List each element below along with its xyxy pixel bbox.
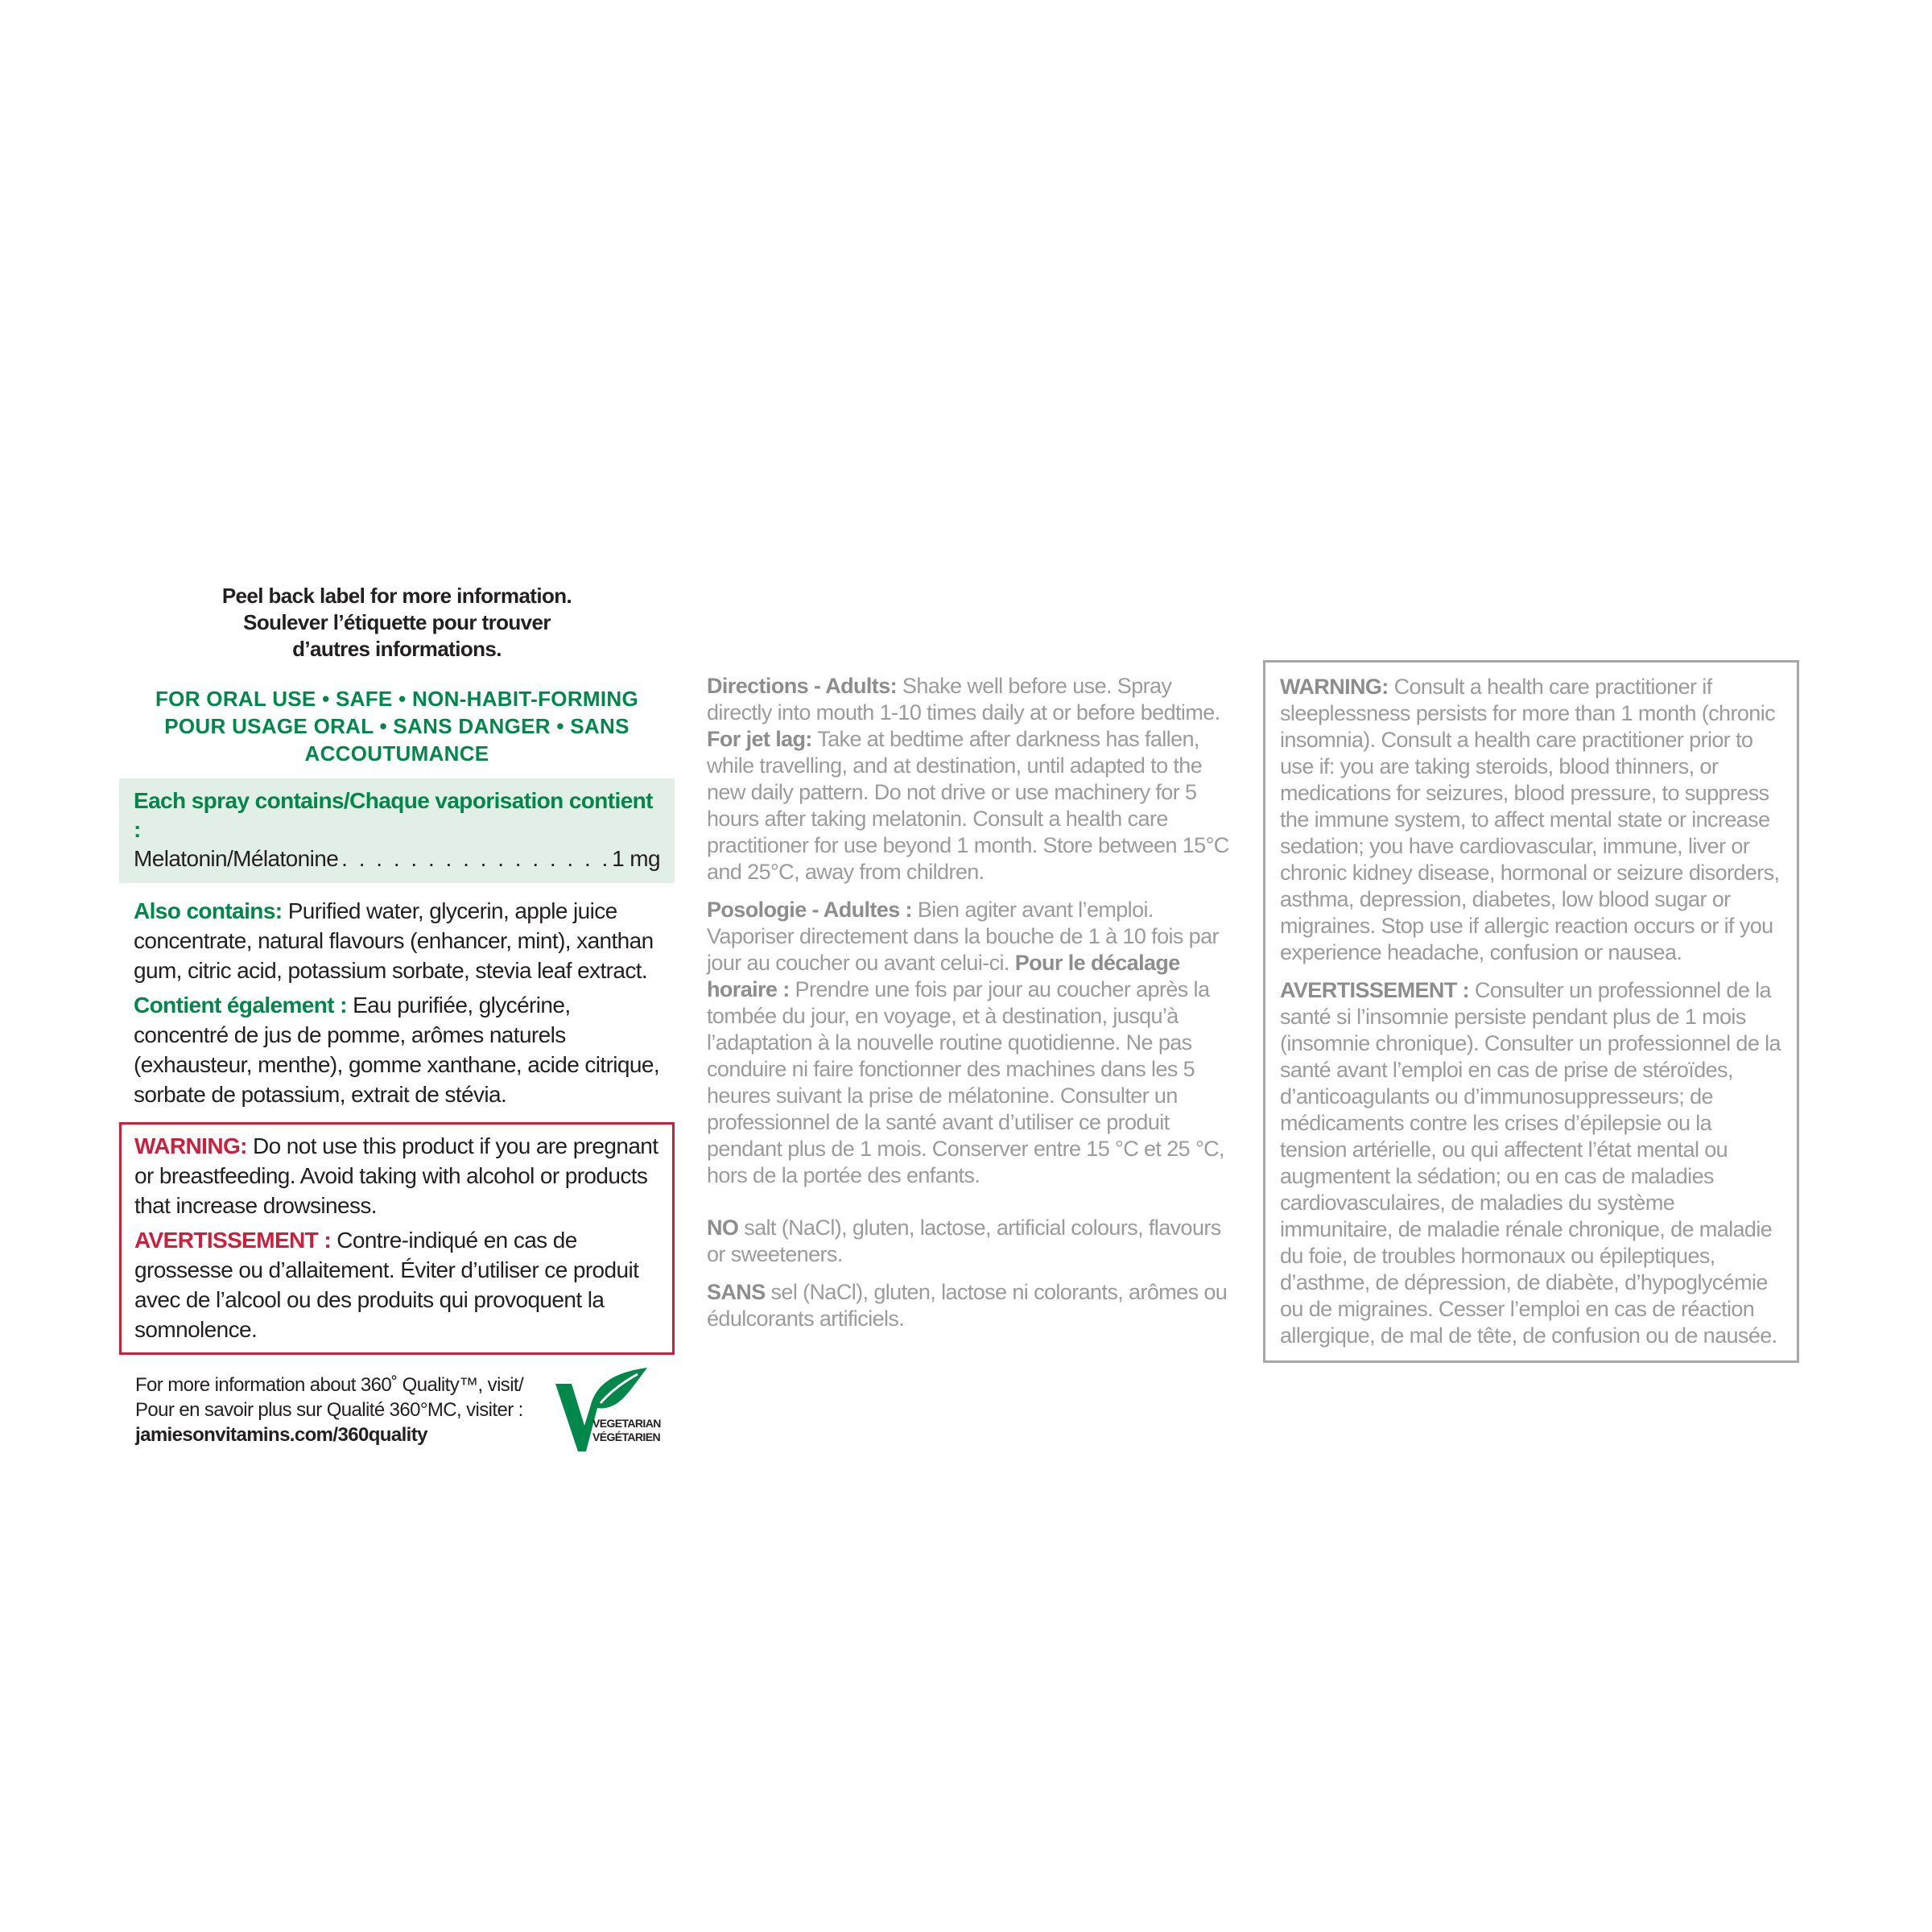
claims-french: POUR USAGE ORAL • SANS DANGER • SANS ACC… [164,714,630,766]
jetlag-label-en: For jet lag: [707,727,812,751]
contient-text: Eau purifiée, glycérine, concentré de ju… [134,993,660,1107]
health-warning-text-en: Consult a health care practitioner if sl… [1280,675,1780,964]
left-column: Peel back label for more information. So… [119,583,675,1461]
contient-label: Contient également : [134,993,348,1018]
peel-back-notice: Peel back label for more information. So… [119,583,675,663]
quality-info: For more information about 360˚ Quality™… [119,1373,675,1447]
health-warning-fr: AVERTISSEMENT : Consulter un professionn… [1280,977,1782,1349]
warning-text-fr: Contre-indiqué en cas de grossesse ou d’… [134,1228,639,1342]
also-contains-label: Also contains: [134,898,283,923]
also-contains-fr: Contient également : Eau purifiée, glycé… [119,990,675,1109]
spray-contents-title: Each spray contains/Chaque vaporisation … [134,788,654,842]
warning-text-en: Do not use this product if you are pregn… [134,1133,658,1218]
vegetarian-badge: VEGETARIAN VÉGÉTARIEN [554,1368,667,1456]
peel-back-line-3: d’autres informations. [292,637,502,661]
warning-fr: AVERTISSEMENT : Contre-indiqué en cas de… [134,1225,659,1344]
health-warning-label-fr: AVERTISSEMENT : [1280,978,1470,1002]
directions-fr: Posologie - Adultes : Bien agiter avant … [707,897,1235,1189]
vegetarian-fr: VÉGÉTARIEN [592,1430,661,1443]
quality-url[interactable]: jamiesonvitamins.com/360quality [135,1424,427,1446]
vegetarian-label: VEGETARIAN VÉGÉTARIEN [592,1417,661,1444]
health-warning-label-en: WARNING: [1280,675,1389,699]
warning-label-en: WARNING: [134,1133,247,1158]
free-of-fr: SANS sel (NaCl), gluten, lactose ni colo… [707,1279,1235,1332]
quality-line-2: Pour en savoir plus sur Qualité 360°MC, … [135,1399,523,1421]
pregnancy-warning-box: WARNING: Do not use this product if you … [119,1122,675,1355]
directions-label-en: Directions - Adults: [707,674,898,698]
claims-english: FOR ORAL USE • SAFE • NON-HABIT-FORMING [155,687,638,711]
ingredient-name: Melatonin/Mélatonine [134,846,339,871]
health-warning-en: WARNING: Consult a health care practitio… [1280,674,1782,966]
vegetarian-leaf-icon [555,1368,647,1451]
quality-footer: For more information about 360˚ Quality™… [119,1368,675,1461]
free-of-label-fr: SANS [707,1280,766,1304]
directions-en: Directions - Adults: Shake well before u… [707,673,1235,886]
free-of-en: NO salt (NaCl), gluten, lactose, artific… [707,1215,1235,1268]
also-contains-en: Also contains: Purified water, glycerin,… [119,896,675,985]
warning-en: WARNING: Do not use this product if you … [134,1131,659,1220]
health-warning-text-fr: Consulter un professionnel de la santé s… [1280,978,1781,1348]
also-contains-text: Purified water, glycerin, apple juice co… [134,898,654,983]
quality-line-1: For more information about 360˚ Quality™… [135,1374,524,1396]
directions-text-fr-1: Bien agiter avant l’emploi. Vaporiser di… [707,898,1220,975]
free-of-label-en: NO [707,1216,739,1240]
spray-ingredient-row: Melatonin/Mélatonine . . . . . . . . . .… [134,844,661,873]
health-warning-box: WARNING: Consult a health care practitio… [1263,660,1799,1363]
peel-back-line-2: Soulever l’étiquette pour trouver [243,610,551,634]
directions-text-en-1: Shake well before use. Spray directly in… [707,674,1220,724]
vegetarian-en: VEGETARIAN [592,1417,661,1430]
directions-column: Directions - Adults: Shake well before u… [707,673,1235,1332]
spray-contents-box: Each spray contains/Chaque vaporisation … [119,778,675,883]
free-of-text-en: salt (NaCl), gluten, lactose, artificial… [707,1216,1221,1266]
ingredient-amount: 1 mg [612,846,660,871]
jetlag-label-fr: Pour le décalage horaire : [707,951,1180,1001]
product-claims: FOR ORAL USE • SAFE • NON-HABIT-FORMING … [119,685,675,767]
peel-back-line-1: Peel back label for more information. [221,584,572,608]
free-of-text-fr: sel (NaCl), gluten, lactose ni colorants… [707,1280,1228,1331]
leader-dots: . . . . . . . . . . . . . . . . . . . . … [341,846,609,871]
directions-text-en-2: Take at bedtime after darkness has falle… [707,727,1229,884]
directions-text-fr-2: Prendre une fois par jour au coucher apr… [707,977,1225,1187]
directions-label-fr: Posologie - Adultes : [707,898,913,922]
warning-label-fr: AVERTISSEMENT : [134,1228,332,1253]
